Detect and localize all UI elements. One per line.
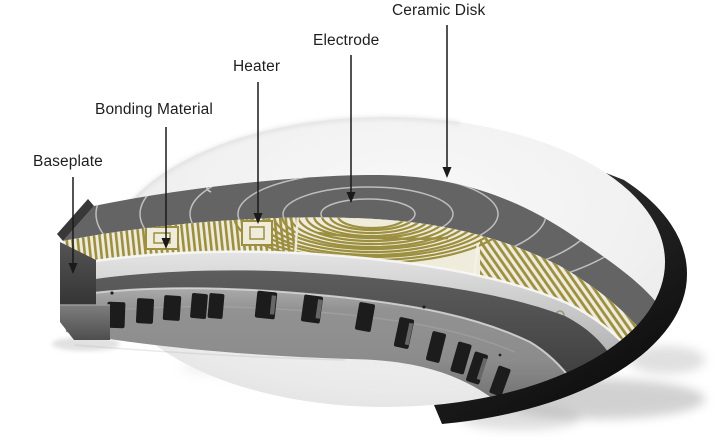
label-heater: Heater bbox=[233, 58, 281, 75]
arrow-heater bbox=[253, 82, 263, 224]
baseplate-slot bbox=[106, 301, 126, 329]
baseplate-slot bbox=[190, 293, 208, 319]
label-bonding-material: Bonding Material bbox=[95, 101, 213, 118]
baseplate-shoulder bbox=[64, 270, 615, 385]
baseplate-outer-face bbox=[64, 288, 575, 408]
label-baseplate: Baseplate bbox=[33, 153, 103, 170]
baseplate-slot bbox=[489, 365, 511, 397]
ceramic-disk-rim bbox=[434, 173, 688, 424]
slot-inner-highlights bbox=[269, 295, 488, 381]
arrow-ceramic-disk bbox=[442, 25, 452, 178]
callout-arrows bbox=[68, 25, 452, 274]
arrow-electrode bbox=[346, 55, 356, 203]
baseplate-slot bbox=[135, 298, 155, 324]
baseplate-left-end bbox=[60, 242, 96, 305]
baseplate-slot bbox=[466, 351, 488, 385]
electrode-layer-surface bbox=[63, 174, 660, 333]
baseplate-slot bbox=[162, 295, 182, 321]
baseplate-left-step bbox=[60, 305, 110, 340]
baseplate-slot bbox=[426, 331, 446, 363]
baseplate-slot bbox=[207, 293, 225, 319]
bonding-highlight-line bbox=[63, 250, 635, 356]
baseplate-slot bbox=[450, 341, 472, 375]
baseplate-pin-dots bbox=[110, 291, 502, 357]
arrow-bonding-material bbox=[161, 127, 171, 249]
heater-trace-band-left bbox=[63, 217, 352, 266]
arrow-baseplate bbox=[68, 177, 78, 274]
label-electrode: Electrode bbox=[313, 32, 380, 49]
label-ceramic-disk: Ceramic Disk bbox=[392, 2, 486, 19]
cut-edge-sliver bbox=[57, 199, 94, 241]
baseplate-slot bbox=[355, 302, 375, 332]
baseplate-top-highlight bbox=[63, 287, 576, 386]
